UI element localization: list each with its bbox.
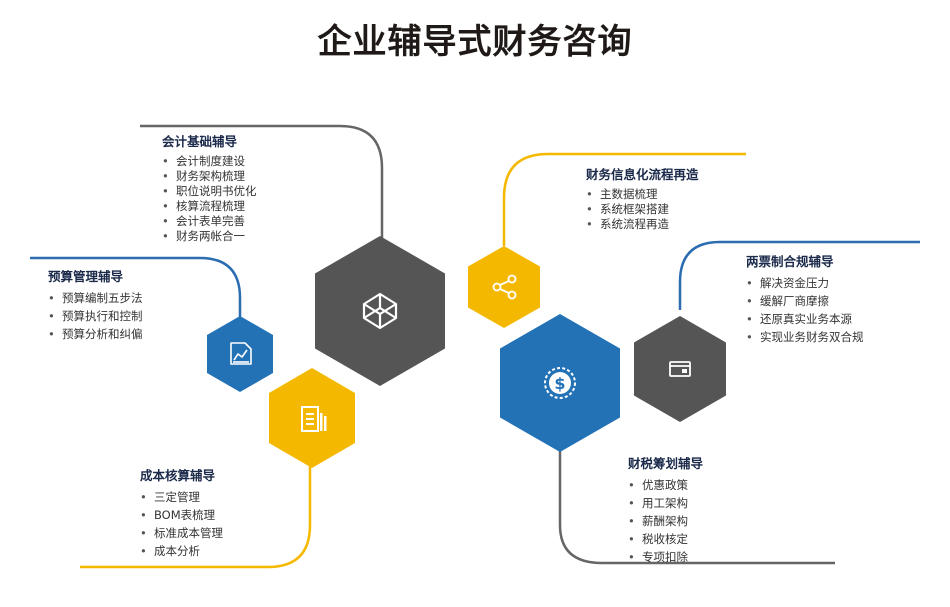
list-item: 预算分析和纠偏 bbox=[48, 325, 143, 343]
codepen-cube-icon bbox=[362, 292, 398, 330]
section-invoice: 两票制合规辅导 解决资金压力 缓解厂商摩擦 还原真实业务本源 实现业务财务双合规 bbox=[746, 251, 864, 346]
section-title: 预算管理辅导 bbox=[48, 269, 124, 284]
list-item: 税收核定 bbox=[628, 530, 703, 548]
section-title: 财务信息化流程再造 bbox=[586, 167, 699, 182]
connector-accounting bbox=[140, 124, 384, 238]
list-item: 解决资金压力 bbox=[746, 274, 864, 292]
list-item: 核算流程梳理 bbox=[162, 199, 257, 214]
section-title: 两票制合规辅导 bbox=[746, 254, 834, 269]
list-item: 三定管理 bbox=[140, 488, 223, 506]
list-item: 财务架构梳理 bbox=[162, 169, 257, 184]
connector-budget bbox=[30, 256, 242, 318]
list-item: 成本分析 bbox=[140, 542, 223, 560]
item-list: 主数据梳理 系统框架搭建 系统流程再造 bbox=[586, 187, 699, 232]
list-item: 预算编制五步法 bbox=[48, 289, 143, 307]
page-title: 企业辅导式财务咨询 bbox=[317, 22, 633, 62]
svg-text:$: $ bbox=[554, 374, 565, 393]
list-item: 优惠政策 bbox=[628, 476, 703, 494]
section-tax: 财税筹划辅导 优惠政策 用工架构 薪酬架构 税收核定 专项扣除 bbox=[628, 453, 703, 566]
card-icon bbox=[669, 361, 691, 377]
chart-document-icon bbox=[230, 342, 252, 365]
connector-it bbox=[502, 152, 746, 246]
list-item: 还原真实业务本源 bbox=[746, 310, 864, 328]
item-list: 优惠政策 用工架构 薪酬架构 税收核定 专项扣除 bbox=[628, 476, 703, 566]
share-icon bbox=[492, 274, 517, 300]
item-list: 三定管理 BOM表梳理 标准成本管理 成本分析 bbox=[140, 488, 223, 560]
list-item: 标准成本管理 bbox=[140, 524, 223, 542]
section-title: 会计基础辅导 bbox=[162, 134, 238, 149]
hexagon-budget bbox=[207, 316, 273, 392]
list-item: 会计制度建设 bbox=[162, 154, 257, 169]
item-list: 会计制度建设 财务架构梳理 职位说明书优化 核算流程梳理 会计表单完善 财务两帐… bbox=[162, 154, 257, 244]
section-it: 财务信息化流程再造 主数据梳理 系统框架搭建 系统流程再造 bbox=[586, 164, 699, 232]
connector-cost bbox=[80, 438, 312, 569]
section-budget: 预算管理辅导 预算编制五步法 预算执行和控制 预算分析和纠偏 bbox=[48, 266, 143, 343]
section-title: 成本核算辅导 bbox=[140, 468, 216, 483]
section-accounting: 会计基础辅导 会计制度建设 财务架构梳理 职位说明书优化 核算流程梳理 会计表单… bbox=[162, 131, 257, 244]
list-item: 预算执行和控制 bbox=[48, 307, 143, 325]
item-list: 预算编制五步法 预算执行和控制 预算分析和纠偏 bbox=[48, 289, 143, 343]
section-title: 财税筹划辅导 bbox=[628, 456, 704, 471]
hexagon-share bbox=[468, 246, 540, 328]
connector-tax bbox=[558, 430, 835, 565]
document-list-icon bbox=[301, 406, 327, 432]
list-item: 用工架构 bbox=[628, 494, 703, 512]
list-item: 会计表单完善 bbox=[162, 214, 257, 229]
item-list: 解决资金压力 缓解厂商摩擦 还原真实业务本源 实现业务财务双合规 bbox=[746, 274, 864, 346]
list-item: BOM表梳理 bbox=[140, 506, 223, 524]
list-item: 职位说明书优化 bbox=[162, 184, 257, 199]
list-item: 缓解厂商摩擦 bbox=[746, 292, 864, 310]
section-cost: 成本核算辅导 三定管理 BOM表梳理 标准成本管理 成本分析 bbox=[140, 465, 223, 560]
list-item: 实现业务财务双合规 bbox=[746, 328, 864, 346]
list-item: 财务两帐合一 bbox=[162, 229, 257, 244]
list-item: 主数据梳理 bbox=[586, 187, 699, 202]
list-item: 薪酬架构 bbox=[628, 512, 703, 530]
dollar-coin-icon: $ bbox=[544, 367, 576, 399]
hexagon-center-dark bbox=[315, 236, 445, 386]
connector-invoice bbox=[678, 240, 920, 310]
hexagon-invoice bbox=[634, 316, 726, 422]
list-item: 系统框架搭建 bbox=[586, 202, 699, 217]
list-item: 系统流程再造 bbox=[586, 217, 699, 232]
list-item: 专项扣除 bbox=[628, 548, 703, 566]
